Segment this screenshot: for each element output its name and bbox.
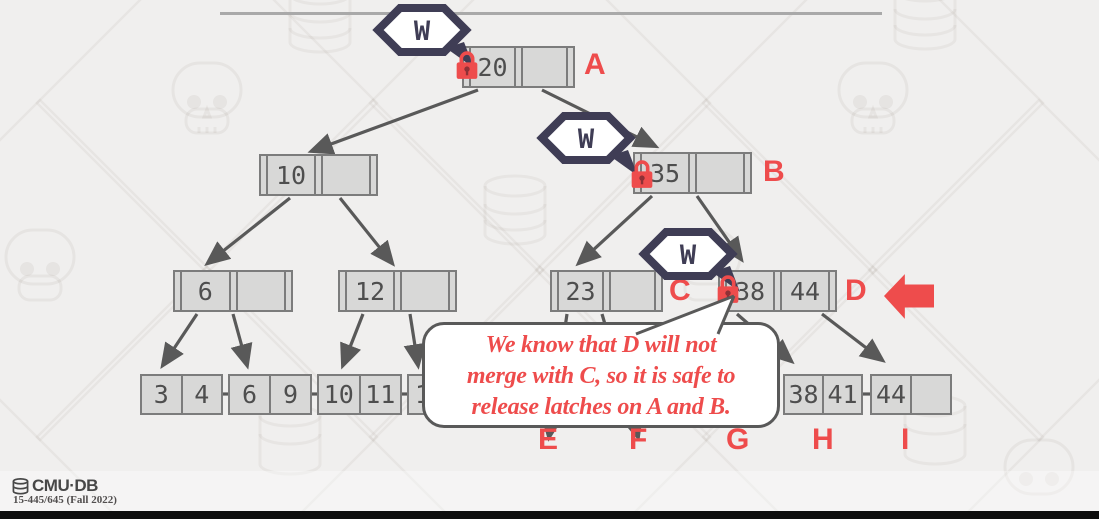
node-edge-strip bbox=[175, 272, 182, 310]
leaf-key: 9 bbox=[282, 380, 299, 409]
node-key: 44 bbox=[789, 276, 821, 306]
node-separator bbox=[514, 48, 523, 86]
leaf-label-E: E bbox=[538, 423, 559, 456]
leaf-key: 6 bbox=[230, 376, 271, 413]
bottom-bar bbox=[0, 511, 1099, 519]
node-separator bbox=[314, 156, 323, 194]
node-label-D: D bbox=[845, 274, 867, 307]
latch-mode-label: W bbox=[414, 16, 431, 47]
latch-mode-label: W bbox=[578, 124, 595, 155]
node-key bbox=[238, 272, 285, 310]
leaf-key: 38 bbox=[785, 376, 824, 413]
btree-node-6: 6 bbox=[173, 270, 293, 312]
node-key bbox=[523, 48, 566, 86]
node-label-B: B bbox=[763, 155, 785, 188]
node-edge-strip bbox=[284, 272, 291, 310]
node-edge-strip bbox=[743, 154, 750, 192]
node-edge-strip bbox=[654, 272, 661, 310]
leaf-label-G: G bbox=[726, 423, 750, 456]
write-latch-badge-A: W bbox=[372, 4, 474, 68]
callout-text-line: release latches on A and B. bbox=[471, 393, 731, 420]
footer-band bbox=[0, 471, 1099, 511]
node-key: 35 bbox=[649, 158, 681, 188]
btree-node-10: 10 bbox=[259, 154, 378, 196]
pointer-arrow-icon bbox=[884, 274, 934, 319]
btree-leaf-H: 38 41 bbox=[783, 374, 863, 415]
node-separator bbox=[228, 272, 238, 310]
node-key: 38 bbox=[734, 276, 766, 306]
btree-leaf-I: 44 bbox=[870, 374, 952, 415]
lock-icon-node-A bbox=[456, 51, 478, 79]
leaf-key: 44 bbox=[872, 376, 912, 413]
node-separator bbox=[688, 154, 697, 192]
callout-text-line: We know that D will not bbox=[485, 331, 717, 358]
node-edge-strip bbox=[261, 156, 268, 194]
node-key: 6 bbox=[197, 276, 213, 306]
node-separator bbox=[393, 272, 402, 310]
title-underline bbox=[220, 12, 882, 15]
node-label-A: A bbox=[584, 48, 606, 81]
node-key bbox=[323, 156, 369, 194]
node-separator bbox=[773, 272, 782, 310]
node-edge-strip bbox=[552, 272, 559, 310]
lock-icon-node-B bbox=[631, 160, 653, 188]
leaf-key: 11 bbox=[365, 380, 396, 409]
node-key: 23 bbox=[565, 276, 596, 306]
btree-leaf-6-9: 6 9 bbox=[228, 374, 312, 415]
node-key: 12 bbox=[354, 276, 386, 306]
btree-node-C: 23 bbox=[550, 270, 663, 312]
node-label-C: C bbox=[669, 274, 691, 307]
callout-tail bbox=[635, 294, 736, 336]
node-edge-strip bbox=[566, 48, 573, 86]
node-edge-strip bbox=[340, 272, 347, 310]
leaf-label-I: I bbox=[901, 423, 910, 456]
btree-leaf-10-11: 10 11 bbox=[317, 374, 402, 415]
leaf-key: 41 bbox=[827, 380, 858, 409]
leaf-key: 3 bbox=[142, 376, 183, 413]
leaf-label-F: F bbox=[629, 423, 648, 456]
node-key bbox=[697, 154, 743, 192]
node-edge-strip bbox=[448, 272, 455, 310]
node-edge-strip bbox=[369, 156, 376, 194]
write-latch-badge-B: W bbox=[536, 112, 638, 176]
leaf-key: 4 bbox=[194, 380, 210, 409]
btree-leaf-3-4: 3 4 bbox=[140, 374, 223, 415]
database-stack-icon bbox=[12, 477, 29, 495]
node-separator bbox=[602, 272, 611, 310]
leaf-key bbox=[912, 376, 950, 413]
leaf-label-H: H bbox=[812, 423, 834, 456]
callout-text-line: merge with C, so it is safe to bbox=[466, 362, 736, 389]
leaf-key: 10 bbox=[319, 376, 361, 413]
latch-mode-label: W bbox=[680, 240, 697, 271]
course-label: 15-445/645 (Fall 2022) bbox=[13, 494, 117, 506]
node-key bbox=[402, 272, 448, 310]
node-key: 10 bbox=[275, 160, 307, 190]
btree-node-B: 35 bbox=[633, 152, 752, 194]
cmu-db-logo: CMU·DB bbox=[12, 476, 98, 496]
node-edge-strip bbox=[828, 272, 835, 310]
brand-label: CMU·DB bbox=[32, 476, 98, 495]
callout-bubble: We know that D will not merge with C, so… bbox=[422, 322, 780, 428]
btree-node-12: 12 bbox=[338, 270, 457, 312]
node-key: 20 bbox=[477, 52, 508, 82]
